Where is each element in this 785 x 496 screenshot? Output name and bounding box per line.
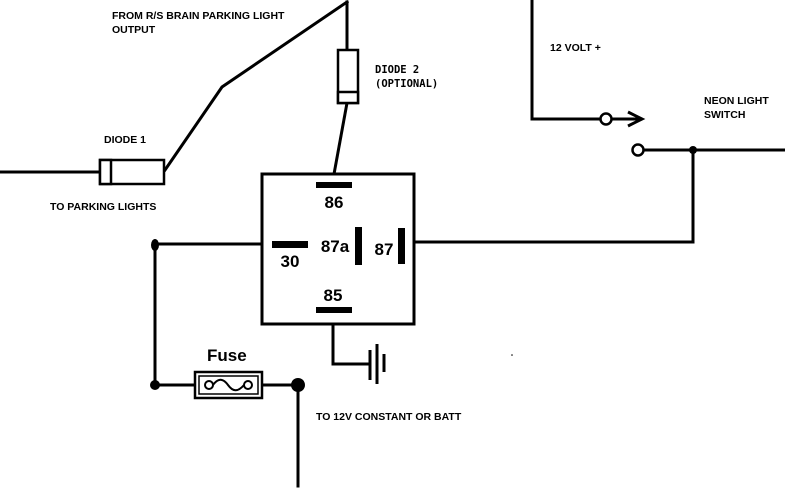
pin-85-contact [316,307,352,313]
pin-30-contact [272,241,308,248]
source-label-line1: FROM R/S BRAIN PARKING LIGHT [112,10,285,22]
diode2-label-line2: (OPTIONAL) [375,78,438,90]
wire-diode2-to-86 [330,101,349,187]
fuse-symbol [193,370,264,400]
pin-86-contact [316,182,352,188]
wire-87-return [403,148,695,244]
diode-1 [98,158,166,186]
source-label-line2: OUTPUT [112,24,156,36]
pin-30-label: 30 [281,252,300,271]
relay: 86 87a 87 30 85 [260,172,416,326]
diode1-label: DIODE 1 [104,134,146,146]
neon-switch-label-line2: SWITCH [704,109,745,121]
wire-fuse-to-batt [260,383,300,488]
neon-switch-terminal [631,143,697,157]
12v-label: 12 VOLT + [550,42,601,54]
fuse-label: Fuse [207,346,247,365]
pin-87a-contact [355,227,362,265]
stray-dot [511,354,513,356]
wire-source-to-diode1 [162,0,350,173]
ground-symbol [368,344,386,384]
wire-85-to-ground [331,308,370,366]
pin-87a-label: 87a [321,237,350,256]
wire-junction-down [153,242,197,387]
wire-12v-vertical [530,0,602,121]
parking-lights-label: TO PARKING LIGHTS [50,201,156,213]
neon-switch-label-line1: NEON LIGHT [704,95,769,107]
diode2-label-line1: DIODE 2 [375,64,419,76]
battery-label: TO 12V CONSTANT OR BATT [316,411,462,423]
pin-87-label: 87 [375,240,394,259]
12v-terminal [599,110,646,128]
diode-2 [336,48,360,105]
pin-87-contact [398,228,405,264]
junctions [150,239,305,392]
pin-86-label: 86 [325,193,344,212]
pin-85-label: 85 [324,286,343,305]
